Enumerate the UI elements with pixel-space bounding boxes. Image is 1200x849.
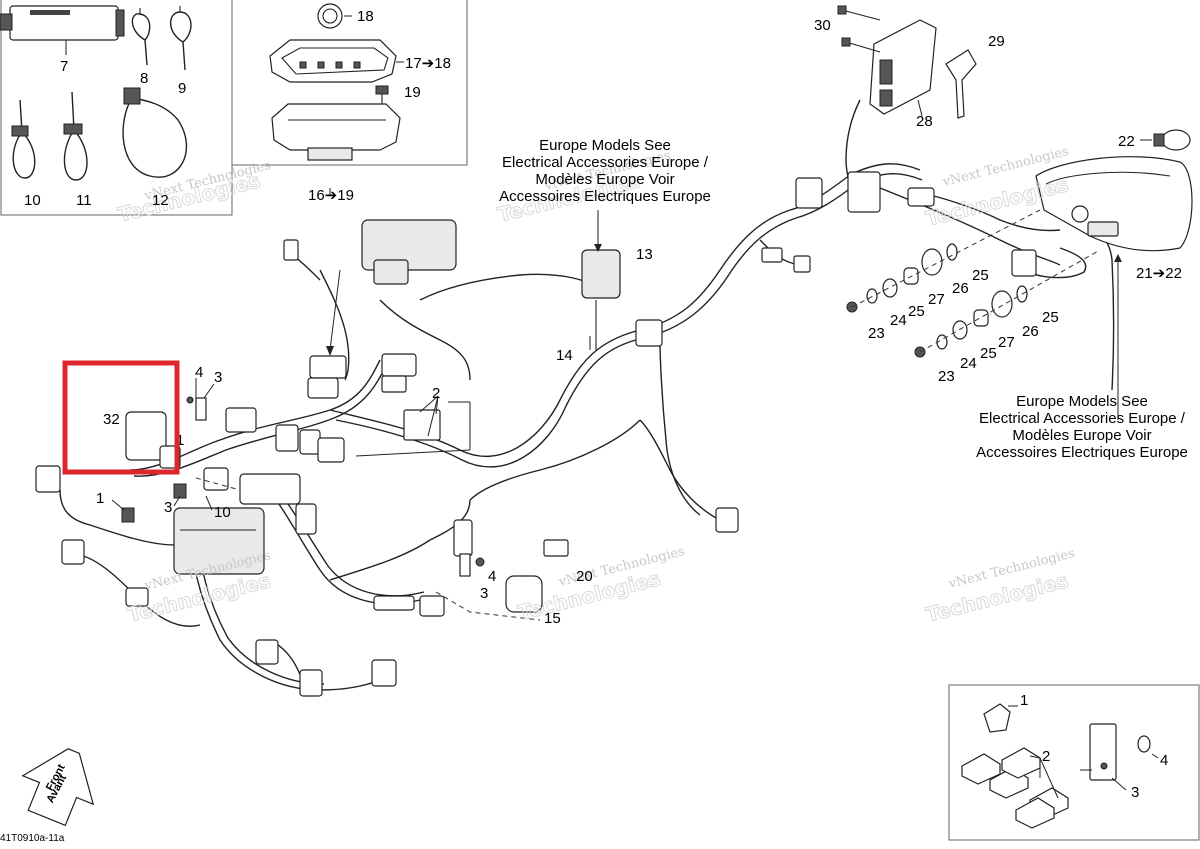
cable-tie-part-12: [122, 87, 188, 178]
callout-3-b: 3: [164, 499, 172, 516]
callout-29: 29: [988, 33, 1005, 50]
tail-light-part-21: [1035, 156, 1193, 252]
note-lower-line4: Accessoires Electriques Europe: [976, 444, 1188, 461]
callout-21-22: 21➔22: [1136, 265, 1182, 282]
watermarks: Technologies vNext Technologies Technolo…: [115, 144, 1076, 627]
callout-1-c: 1: [1020, 692, 1028, 709]
note-upper-line4: Accessoires Electriques Europe: [499, 188, 711, 205]
callout-1-a: 1: [176, 432, 184, 449]
callout-24-a: 24: [890, 312, 907, 329]
screw-part-19: [375, 85, 389, 104]
callout-2-a: 2: [432, 385, 440, 402]
callout-27-a: 27: [928, 291, 945, 308]
leader-lines: [111, 188, 1159, 799]
callout-16-19: 16➔19: [308, 187, 354, 204]
callout-1-b: 1: [96, 490, 104, 507]
callout-28: 28: [916, 113, 933, 130]
callout-22: 22: [1118, 133, 1135, 150]
callout-8: 8: [140, 70, 148, 87]
note-upper-line2: Electrical Accessories Europe /: [502, 154, 709, 171]
callout-32: 32: [103, 411, 120, 428]
callout-23-a: 23: [868, 325, 885, 342]
callout-11: 11: [76, 192, 92, 209]
callout-18: 18: [357, 8, 374, 25]
callout-9: 9: [178, 80, 186, 97]
note-lower-line1: Europe Models See: [1016, 393, 1148, 410]
callout-10-inset: 10: [24, 192, 41, 209]
callout-20: 20: [576, 568, 593, 585]
drawing-code: 41T0910a-11a: [0, 833, 65, 844]
bulb-part-22: [1140, 129, 1191, 151]
callout-26-b: 26: [1022, 323, 1039, 340]
note-upper-line1: Europe Models See: [539, 137, 671, 154]
relay-module-part-28: [869, 19, 937, 117]
cable-tie-part-8: [131, 8, 151, 66]
connector-group: [35, 171, 1037, 697]
highlight-box-part-32: [62, 360, 180, 475]
callout-4-a: 4: [195, 364, 203, 381]
inset-box-cluster: [231, 0, 468, 166]
gauge-part-18: [317, 3, 352, 29]
callout-10-main: 10: [214, 504, 231, 521]
bracket-part-29: [945, 49, 977, 119]
callout-23-b: 23: [938, 368, 955, 385]
callout-25-b: 25: [908, 303, 925, 320]
front-arrow: Front Avant: [21, 748, 95, 827]
callout-25-d: 25: [980, 345, 997, 362]
callout-17-18: 17➔18: [405, 55, 451, 72]
callout-25-c: 25: [1042, 309, 1059, 326]
callout-4-c: 4: [1160, 752, 1168, 769]
callout-26-a: 26: [952, 280, 969, 297]
callout-7: 7: [60, 58, 68, 75]
sealant-tube-part-7: [0, 5, 125, 55]
callout-15: 15: [544, 610, 561, 627]
cable-tie-part-11: [63, 91, 88, 181]
callout-14: 14: [556, 347, 573, 364]
cluster-housing-part-16: [271, 103, 401, 161]
cluster-bezel-part-17: [269, 39, 404, 83]
note-lower-line3: Modèles Europe Voir: [1012, 427, 1151, 444]
callout-12: 12: [152, 192, 169, 209]
callout-25-a: 25: [972, 267, 989, 284]
callout-4-b: 4: [488, 568, 496, 585]
note-lower: Europe Models See Electrical Accessories…: [976, 393, 1188, 461]
callout-24-b: 24: [960, 355, 977, 372]
note-lower-line2: Electrical Accessories Europe /: [979, 410, 1186, 427]
callout-3-a: 3: [214, 369, 222, 386]
callout-3-c: 3: [480, 585, 488, 602]
cable-tie-part-10: [11, 99, 36, 179]
callout-30: 30: [814, 17, 831, 34]
hardware-stack-upper: [846, 243, 958, 313]
callout-3-d: 3: [1131, 784, 1139, 801]
cable-tie-part-9: [169, 6, 192, 71]
callout-labels: 7 8 9 10 11 12 18 17➔18 19 16➔19 30 29 2…: [24, 8, 1182, 801]
inset-box-detail: [948, 684, 1200, 841]
callout-27-b: 27: [998, 334, 1015, 351]
callout-19: 19: [404, 84, 421, 101]
note-upper-line3: Modèles Europe Voir: [535, 171, 674, 188]
callout-13: 13: [636, 246, 653, 263]
detail-inset-parts: [961, 703, 1151, 829]
note-upper: Europe Models See Electrical Accessories…: [499, 137, 711, 205]
callout-2-b: 2: [1042, 748, 1050, 765]
screws-part-30: [837, 5, 881, 53]
assembly-lines: [195, 209, 1101, 621]
